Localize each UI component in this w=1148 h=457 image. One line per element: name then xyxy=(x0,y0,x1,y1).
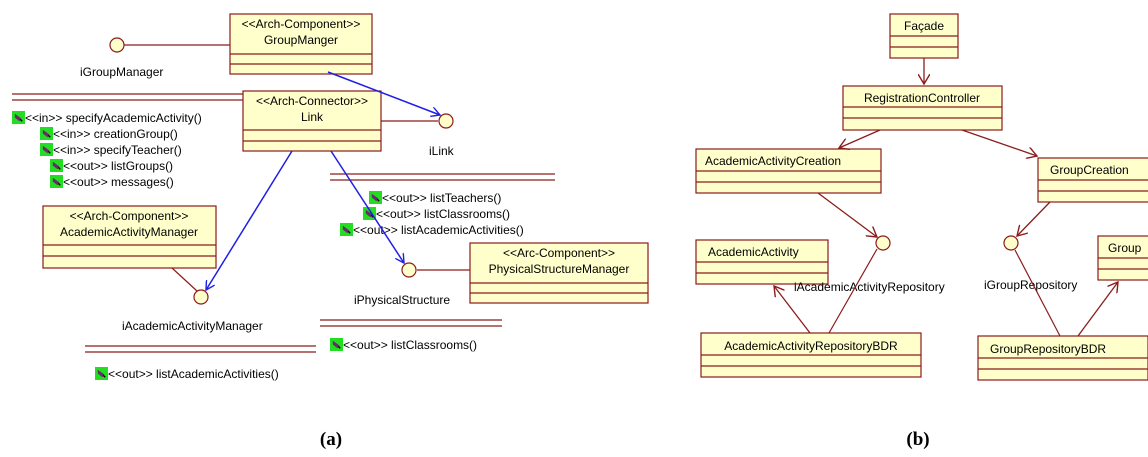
link-name: Link xyxy=(301,110,324,124)
group-creation-name: GroupCreation xyxy=(1050,163,1129,177)
realization-line xyxy=(1014,249,1061,337)
operation-icon xyxy=(340,223,353,236)
physical-structure-manager-name: PhysicalStructureManager xyxy=(489,262,630,276)
caption-a: (a) xyxy=(320,429,342,450)
academic-activity-name: AcademicActivity xyxy=(708,245,799,259)
operation-icon xyxy=(50,175,63,188)
panel-a: <<Arch-Component>> GroupManger iGroupMan… xyxy=(12,13,649,450)
association-arrow xyxy=(817,192,877,237)
physical-operation: <<out>> listAcademicActivities() xyxy=(353,223,524,237)
physical-structure-manager-component: <<Arc-Component>> PhysicalStructureManag… xyxy=(469,242,649,304)
group-creation-class: GroupCreation xyxy=(1037,157,1148,203)
physical-operations-list: <<out>> listTeachers() <<out>> listClass… xyxy=(340,191,524,237)
association-arrow xyxy=(774,286,811,334)
igroup-manager-interface-icon xyxy=(109,37,125,53)
caption-b: (b) xyxy=(906,429,929,450)
igroup-manager-label: iGroupManager xyxy=(80,65,163,79)
group-class: Group xyxy=(1097,235,1148,281)
iacademic-activity-repository-interface-icon xyxy=(875,235,891,251)
physical-structure-manager-stereotype: <<Arc-Component>> xyxy=(503,246,615,260)
association-arrow xyxy=(1077,282,1118,337)
link-operation: <<out>> messages() xyxy=(63,175,174,189)
ilink-label: iLink xyxy=(429,144,455,158)
iacademic-activity-repository-label: iAcademicActivityRepository xyxy=(794,280,945,294)
link-operation: <<in>> creationGroup() xyxy=(53,127,178,141)
physical-operation: <<out>> listTeachers() xyxy=(382,191,501,205)
operation-icon xyxy=(95,367,108,380)
registration-controller-name: RegistrationController xyxy=(864,91,980,105)
link-operation: <<in>> specifyAcademicActivity() xyxy=(25,111,202,125)
dependency-arrow xyxy=(206,150,293,290)
panel-b: Façade RegistrationController AcademicAc… xyxy=(695,13,1148,450)
academic-activity-creation-name: AcademicActivityCreation xyxy=(705,154,841,168)
academic-activity-manager-name: AcademicActivityManager xyxy=(60,225,198,239)
group-repository-bdr-name: GroupRepositoryBDR xyxy=(990,342,1106,356)
iacademic-activity-manager-interface-icon xyxy=(193,289,209,305)
association-arrow xyxy=(839,129,881,148)
operation-icon xyxy=(369,191,382,204)
group-manager-name: GroupManger xyxy=(264,33,338,47)
ilink-interface-icon xyxy=(438,113,454,129)
dependency-arrow xyxy=(327,71,440,115)
link-operations-list: <<in>> specifyAcademicActivity() <<in>> … xyxy=(12,111,202,189)
facade-class: Façade xyxy=(889,13,959,59)
group-manager-stereotype: <<Arch-Component>> xyxy=(242,17,361,31)
operation-icon xyxy=(40,143,53,156)
group-repository-bdr-class: GroupRepositoryBDR xyxy=(977,335,1148,381)
bottom-operation-list-classrooms: <<out>> listClassrooms() xyxy=(343,338,477,352)
operation-icon xyxy=(50,159,63,172)
dependency-arrow xyxy=(330,150,404,263)
registration-controller-class: RegistrationController xyxy=(842,85,1003,131)
operation-icon xyxy=(330,338,343,351)
group-manager-component: <<Arch-Component>> GroupManger xyxy=(229,13,373,75)
academic-activity-repository-bdr-class: AcademicActivityRepositoryBDR xyxy=(700,332,922,378)
iacademic-activity-manager-label: iAcademicActivityManager xyxy=(122,319,263,333)
academic-activity-class: AcademicActivity xyxy=(695,239,829,285)
group-name: Group xyxy=(1108,241,1142,255)
academic-activity-manager-stereotype: <<Arch-Component>> xyxy=(70,209,189,223)
link-operation: <<in>> specifyTeacher() xyxy=(53,143,182,157)
link-connector: <<Arch-Connector>> Link xyxy=(242,90,382,152)
association-arrow xyxy=(1017,201,1051,236)
academic-activity-repository-bdr-name: AcademicActivityRepositoryBDR xyxy=(724,339,898,353)
facade-name: Façade xyxy=(904,19,944,33)
link-stereotype: <<Arch-Connector>> xyxy=(256,94,368,108)
physical-operation: <<out>> listClassrooms() xyxy=(376,207,510,221)
iphysical-structure-label: iPhysicalStructure xyxy=(354,293,450,307)
academic-activity-manager-component: <<Arch-Component>> AcademicActivityManag… xyxy=(42,205,217,269)
bottom-operation-list-academic-activities: <<out>> listAcademicActivities() xyxy=(108,367,279,381)
igroup-repository-interface-icon xyxy=(1003,235,1019,251)
academic-activity-creation-class: AcademicActivityCreation xyxy=(695,148,882,194)
igroup-repository-label: iGroupRepository xyxy=(984,278,1077,292)
link-operation: <<out>> listGroups() xyxy=(63,159,173,173)
association-arrow xyxy=(961,129,1037,156)
operation-icon xyxy=(12,111,25,124)
iphysical-structure-interface-icon xyxy=(401,262,417,278)
realization-line xyxy=(828,248,878,334)
operation-icon xyxy=(40,127,53,140)
